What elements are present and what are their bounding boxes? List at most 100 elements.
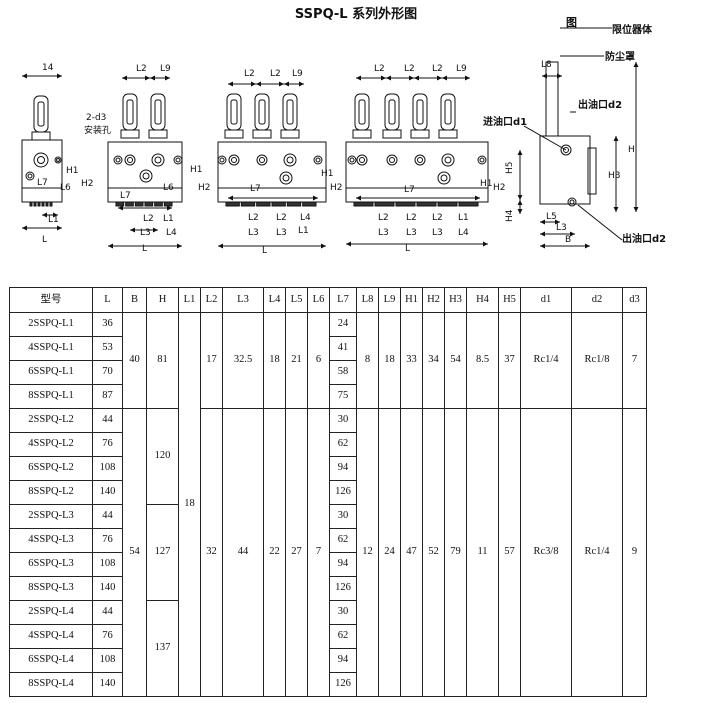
side-indicator [545,61,559,137]
cell-L2: 17 [200,312,223,409]
port-inner [175,157,181,163]
b3-L2d: L2 [276,213,287,223]
side-L8: L8 [541,60,552,70]
port-circle [279,171,293,185]
header-12: L9 [378,287,401,313]
foot [458,201,479,207]
mount-hole-label: 2-d3 [86,113,106,123]
valve-block [21,139,63,203]
cell-H4: 11 [466,408,499,697]
port-inner [389,157,395,163]
b2-L2: L2 [136,64,147,74]
cell-d1: Rc3/8 [520,408,572,697]
b4-L3: L3 [378,228,389,238]
piston-slot [444,99,452,125]
side-L5: L5 [546,212,557,222]
cell-L3: 44 [222,408,264,697]
b4-L4: L4 [458,228,469,238]
piston-indicator [412,93,428,131]
port-inner [315,157,321,163]
port-circle [256,154,268,166]
foot [49,201,53,207]
cell-H4: 8.5 [466,312,499,409]
valve-block [217,141,327,203]
piston-indicator [226,93,242,131]
foot [395,201,416,207]
cell-L4: 22 [263,408,286,697]
b2-L: L [142,244,147,254]
port-inner [479,157,485,163]
cell-H5: 57 [498,408,521,697]
port-inner [349,157,355,163]
side-B: B [565,235,571,245]
header-8: L5 [285,287,308,313]
b3-L3b: L3 [276,228,287,238]
model-cell: 2SSPQ-L1 [9,312,93,337]
header-18: d1 [520,287,572,313]
piston-indicator [122,93,138,131]
port-circle [283,153,297,167]
cell-H: 137 [146,600,179,697]
port-inner [115,157,121,163]
inlet-label: 进油口d1 [483,115,527,128]
header-13: H1 [400,287,423,313]
b2-H1: H1 [190,165,203,175]
foot [256,201,271,207]
cell-L7: 75 [329,384,357,409]
foot [45,201,49,207]
cell-H3: 79 [444,408,467,697]
leader-outlet-bottom [577,204,623,241]
b1-L1: L1 [48,215,59,225]
side-H4: H4 [505,209,515,222]
cell-d3: 7 [622,312,647,409]
port-circle [173,155,183,165]
cell-L: 108 [92,648,123,673]
piston-nut [252,129,272,139]
piston-slot [416,99,424,125]
model-cell: 6SSPQ-L3 [9,552,93,577]
leader-inlet [523,125,567,151]
cell-L: 44 [92,600,123,625]
port-circle [437,171,451,185]
cell-L3: 32.5 [222,312,264,409]
piston-indicator [384,93,400,131]
cell-L5: 21 [285,312,308,409]
cell-L1: 18 [178,312,201,697]
model-cell: 4SSPQ-L3 [9,528,93,553]
port-circle [560,144,572,156]
piston-slot [126,99,134,125]
port-circle [313,155,323,165]
b4-L7: L7 [404,185,415,195]
header-9: L6 [307,287,330,313]
piston-nut [148,129,168,139]
b4-L2: L2 [374,64,385,74]
cell-L: 140 [92,576,123,601]
side-body [539,135,591,205]
cell-B: 40 [122,312,147,409]
b1-L6: L6 [60,183,71,193]
b2-L9: L9 [160,64,171,74]
b2-L7: L7 [120,191,131,201]
b3-L2b: L2 [270,69,281,79]
port-inner [286,156,294,164]
foot [240,201,256,207]
port-circle [567,197,577,207]
model-cell: 8SSPQ-L4 [9,672,93,697]
piston-slot [230,99,238,125]
cell-H3: 54 [444,312,467,409]
b4-L2c: L2 [432,64,443,74]
b1-H2: H2 [81,179,94,189]
b2-L2b: L2 [143,214,154,224]
port-inner [142,172,150,180]
b1-L: L [42,235,47,245]
cell-L: 76 [92,624,123,649]
valve-block [345,141,489,203]
cell-L7: 30 [329,408,357,433]
header-3: H [146,287,179,313]
b3-L9: L9 [292,69,303,79]
